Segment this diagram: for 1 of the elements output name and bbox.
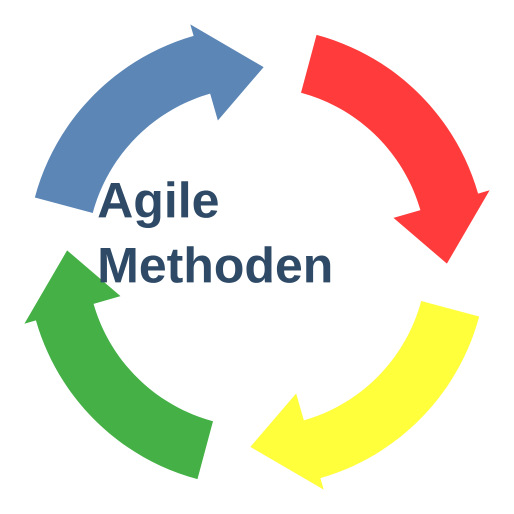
title: Agile Methoden [98,181,330,283]
